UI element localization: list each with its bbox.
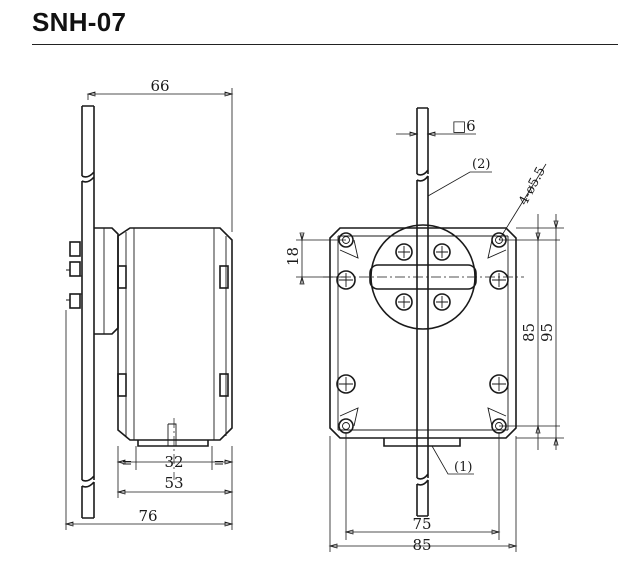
- hub-screw-2: [433, 243, 451, 261]
- side-screw-right-lower: [219, 373, 229, 397]
- front-screw-left-upper: [336, 270, 356, 290]
- side-mounting-plate: [94, 227, 119, 335]
- dim-side-equal-left: =: [122, 456, 133, 471]
- front-body: [329, 227, 517, 439]
- side-screw-head-lower: [69, 293, 81, 309]
- front-screw-right-lower: [489, 374, 509, 394]
- callout-base: (1): [454, 460, 472, 475]
- dim-side-inner-width: 32: [164, 453, 183, 471]
- side-screw-head-middle: [69, 261, 81, 277]
- dim-side-body-width: 53: [164, 474, 183, 492]
- dim-shaft-square: □6: [452, 117, 476, 135]
- dim-front-offset-height: 18: [284, 247, 302, 266]
- callout-mounting-holes: 4-ø5.5: [516, 164, 549, 207]
- dim-front-overall-width: 85: [412, 536, 431, 554]
- side-screw-left-lower: [117, 373, 127, 397]
- dim-side-equal-right: =: [214, 456, 225, 471]
- side-lever-shaft: [81, 105, 95, 519]
- page-title: SNH-07: [32, 7, 127, 37]
- dim-side-overall-width: 76: [138, 507, 157, 525]
- side-screw-right-upper: [219, 265, 229, 289]
- side-view: 66 32 = = 53 76: [64, 77, 234, 530]
- side-screw-left-upper: [117, 265, 127, 289]
- front-lever-shaft: [416, 107, 429, 517]
- side-screw-head-upper: [69, 241, 81, 257]
- front-base-step: [383, 438, 461, 447]
- dim-side-top-width: 66: [150, 77, 169, 95]
- dim-front-hole-pitch-height: 85: [520, 323, 538, 342]
- front-screw-left-lower: [336, 374, 356, 394]
- dim-front-overall-height: 95: [538, 323, 556, 342]
- side-base-cap: [137, 440, 209, 447]
- front-screw-right-upper: [489, 270, 509, 290]
- hub-screw-1: [395, 243, 413, 261]
- hub-screw-3: [395, 293, 413, 311]
- side-body: [117, 227, 233, 441]
- front-view: □6 (2) 4-ø5.5 18 85 95 (1) 75 85: [284, 107, 564, 554]
- mounting-hole-bottom-left: [338, 418, 354, 434]
- callout-lever: (2): [472, 157, 490, 172]
- dim-front-hole-pitch-width: 75: [412, 515, 431, 533]
- hub-screw-4: [433, 293, 451, 311]
- title-underline: [32, 44, 618, 45]
